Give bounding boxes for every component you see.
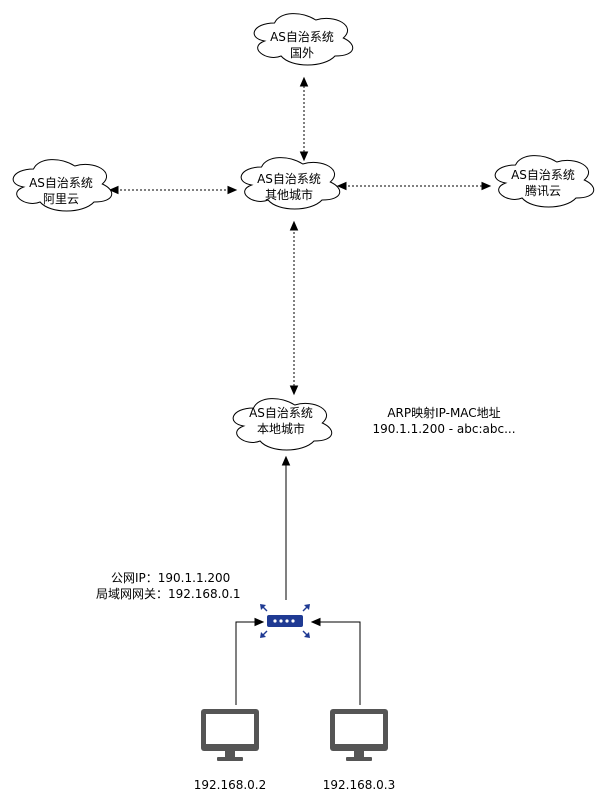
link-pc1-router	[235, 617, 265, 705]
cloud-aliyun-title: AS自治系统	[29, 176, 93, 190]
arp-note-title: ARP映射IP-MAC地址	[387, 405, 500, 420]
link-router-local	[281, 455, 291, 600]
cloud-other-subtitle: 其他城市	[265, 187, 313, 202]
cloud-other-city[interactable]: AS自治系统 其他城市	[240, 157, 341, 210]
link-pc2-router	[310, 617, 361, 705]
router-public-ip: 公网IP：190.1.1.200	[111, 571, 230, 585]
link-other-local	[289, 220, 299, 396]
router-lan-gateway: 局域网网关：192.168.0.1	[96, 587, 241, 601]
cloud-local-city[interactable]: AS自治系统 本地城市	[232, 398, 333, 451]
cloud-foreign[interactable]: AS自治系统 国外	[253, 13, 354, 66]
cloud-aliyun-subtitle: 阿里云	[43, 192, 79, 206]
monitor-icon[interactable]	[330, 709, 388, 761]
cloud-local-title: AS自治系统	[249, 406, 313, 420]
cloud-foreign-subtitle: 国外	[290, 46, 314, 60]
cloud-other-title: AS自治系统	[257, 172, 321, 186]
monitor-icon[interactable]	[201, 709, 259, 761]
cloud-local-subtitle: 本地城市	[257, 421, 305, 436]
cloud-tencent[interactable]: AS自治系统 腾讯云	[494, 155, 595, 208]
arp-note-mapping: 190.1.1.200 - abc:abc...	[372, 422, 515, 436]
cloud-tencent-subtitle: 腾讯云	[525, 183, 561, 198]
cloud-tencent-title: AS自治系统	[511, 168, 575, 182]
link-other-foreign	[299, 76, 309, 162]
pc2-ip-label: 192.168.0.3	[323, 778, 396, 792]
router-icon[interactable]	[260, 604, 310, 638]
link-other-aliyun	[108, 185, 238, 195]
link-other-tencent	[336, 181, 492, 191]
pc1-ip-label: 192.168.0.2	[194, 778, 267, 792]
cloud-aliyun[interactable]: AS自治系统 阿里云	[12, 159, 113, 212]
cloud-foreign-title: AS自治系统	[270, 30, 334, 44]
